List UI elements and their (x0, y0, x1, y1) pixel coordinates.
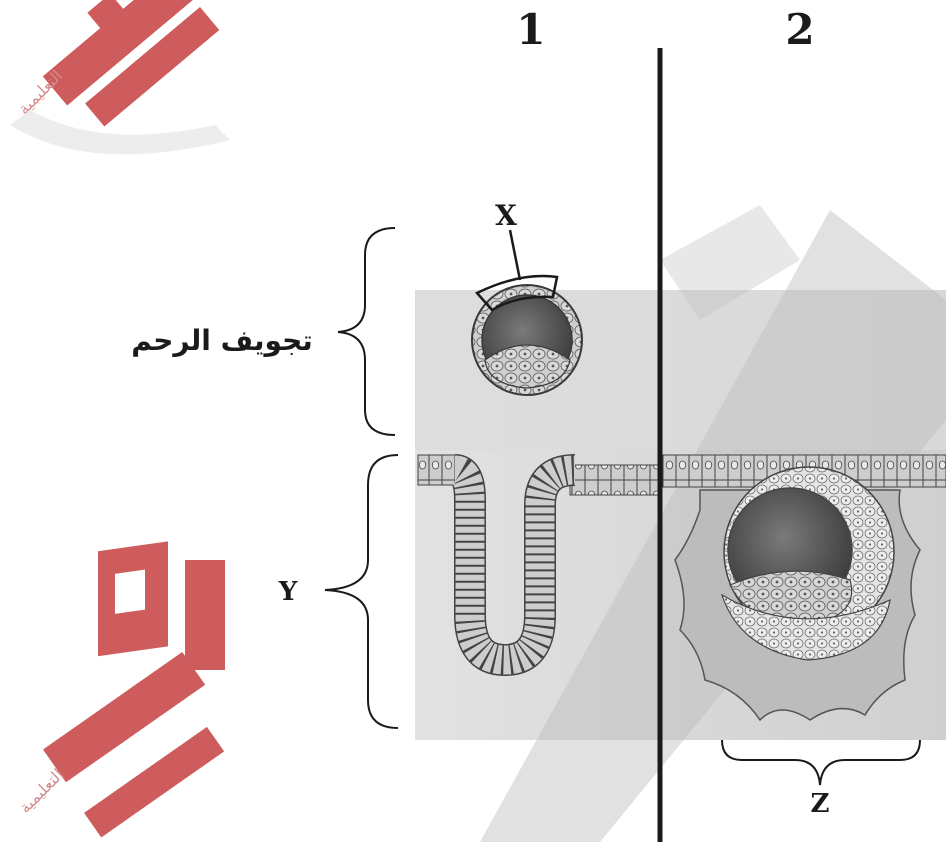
panel-2-number: 2 (785, 5, 814, 54)
uterine-cavity-brace (338, 228, 395, 435)
label-y: Y (278, 577, 298, 607)
svg-text:التعليمية: التعليمية (15, 765, 67, 817)
label-x: X (495, 199, 517, 232)
label-z: Z (811, 789, 830, 819)
implanting-embryo (675, 467, 920, 720)
label-uterine-cavity: تجويف الرحم (131, 324, 313, 357)
panel-1-number: 1 (516, 5, 545, 54)
blastocyst-1 (472, 285, 582, 395)
watermark-top-logo: التعليمية (10, 0, 246, 154)
endometrium-brace (325, 455, 398, 728)
watermark-bottom-logo: التعليمية (15, 541, 225, 837)
z-brace (722, 740, 920, 785)
